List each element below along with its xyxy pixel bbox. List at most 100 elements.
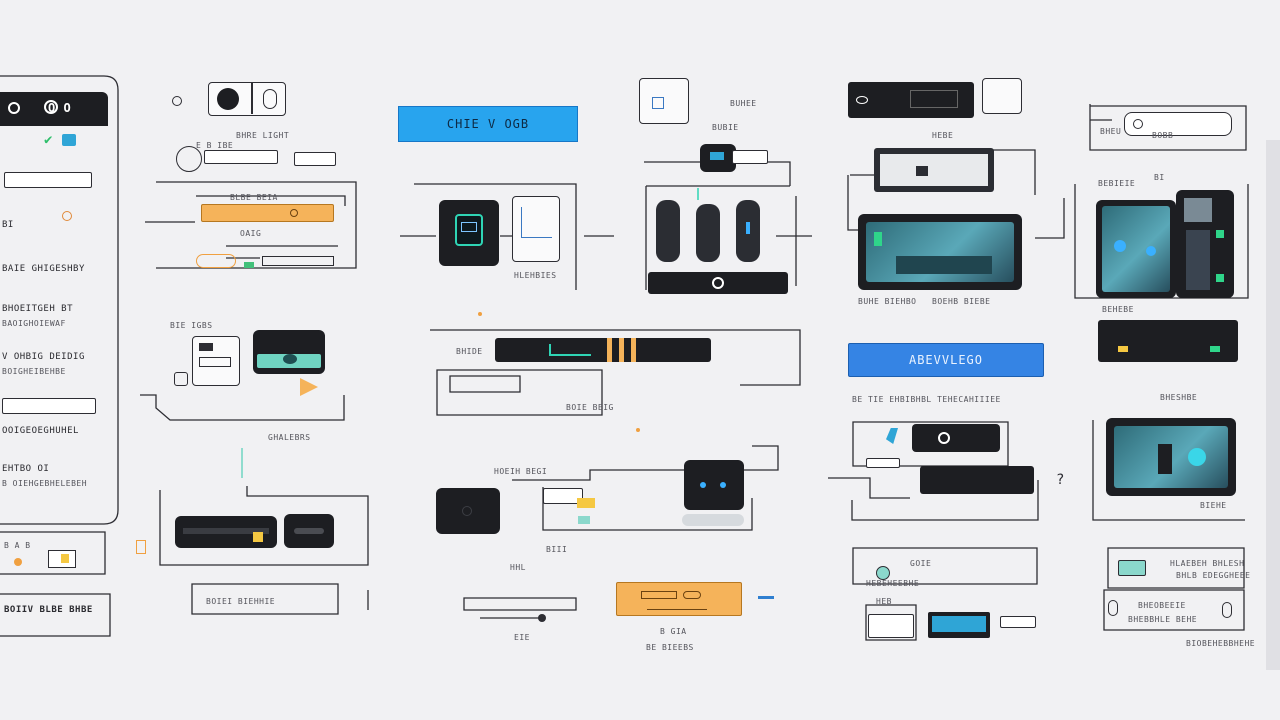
check-icon: ✔ — [44, 132, 53, 148]
slot-right[interactable] — [736, 200, 760, 262]
control-panel[interactable] — [648, 272, 788, 294]
phone-item-3[interactable]: BHOEITGEH BT — [2, 304, 74, 314]
display-module[interactable] — [253, 330, 325, 374]
module-strip[interactable] — [700, 144, 736, 172]
module-card[interactable] — [192, 336, 240, 386]
tablet-outline[interactable] — [874, 148, 994, 192]
label-l27: HLAEBEH BHLESH — [1170, 559, 1245, 568]
knob-bottom-icon — [538, 614, 546, 622]
bottom-knob-right — [1222, 602, 1232, 618]
main-tablet[interactable] — [858, 214, 1022, 290]
phone-item-5[interactable]: V OHBIG DEIDIG — [2, 352, 85, 362]
slider-track[interactable] — [204, 150, 278, 164]
bottom-screen-right[interactable] — [928, 612, 990, 638]
mid-blue-button[interactable]: ABEVVLEGO — [848, 343, 1044, 377]
label-l35: HEBE — [932, 131, 954, 140]
label-l14: EIE — [514, 633, 530, 642]
strip-field[interactable] — [732, 150, 768, 164]
yellow-chip — [577, 498, 595, 508]
indicator-dot — [62, 211, 72, 221]
phone-item-1[interactable]: BI — [2, 220, 14, 230]
chip-module[interactable] — [439, 200, 499, 266]
small-card-icon — [48, 550, 76, 568]
label-l5: BIE IGBS — [170, 321, 213, 330]
teal-module[interactable] — [1118, 560, 1146, 576]
bottom-field[interactable] — [1000, 616, 1036, 628]
toggle-off-icon — [263, 89, 277, 109]
graph-card[interactable] — [512, 196, 560, 262]
label-l32: BUBIE — [712, 123, 739, 132]
teal-chip — [578, 516, 590, 524]
label-l33: E B IBE — [196, 141, 234, 150]
label-l31: BHEU — [1100, 127, 1122, 136]
green-chip — [244, 262, 254, 268]
orange-marker-2 — [636, 428, 640, 432]
right-strip[interactable] — [1098, 320, 1238, 362]
bottom-left-box-text[interactable]: BOIIV BLBE BHBE — [4, 605, 93, 615]
slot-middle[interactable] — [696, 204, 720, 262]
link-icon — [174, 372, 188, 386]
status-chip — [62, 134, 76, 146]
toggle-card[interactable] — [208, 82, 286, 116]
label-l12: BIII — [546, 545, 568, 554]
phone-item-2[interactable]: BAIE GHIGESHBY — [2, 264, 85, 274]
camera-module[interactable] — [912, 424, 1000, 452]
phone-item-7[interactable]: OOIGEOEGHUHEL — [2, 426, 79, 436]
label-l36: BIOBEHEBBHEHE — [1186, 639, 1256, 648]
label-l3: BLBE BEIA — [230, 193, 278, 202]
label-l37: BEHEBE — [1102, 305, 1134, 314]
camera-icon — [8, 102, 20, 114]
label-l26: BIEHE — [1200, 501, 1227, 510]
label-l7: BOIEI BIEHHIE — [206, 597, 276, 606]
arrow-icon — [300, 378, 318, 396]
knob-icon — [176, 146, 202, 172]
label-l9: BHIDE — [456, 347, 483, 356]
long-bar-device[interactable] — [495, 338, 711, 362]
small-field[interactable] — [294, 152, 336, 166]
label-l28: BHLB EDEGGHEEE — [1176, 571, 1251, 580]
orange-panel[interactable] — [616, 582, 742, 616]
label-l38: HEBEHEEBHE — [866, 579, 920, 588]
slot-left[interactable] — [656, 200, 680, 262]
right-tablet[interactable] — [1096, 200, 1176, 298]
phone-item-8[interactable]: EHTBO OI — [2, 464, 50, 474]
label-l15: B GIA — [660, 627, 687, 636]
square-card[interactable] — [982, 78, 1022, 114]
wide-module[interactable] — [920, 466, 1034, 494]
label-l13: HHL — [510, 563, 526, 572]
small-circle-icon — [172, 96, 182, 106]
phone-side-label: B A B — [4, 541, 31, 550]
phone-device: O O ✔ BI BAIE GHIGESHBY BHOEITGEH BT BAO… — [0, 92, 108, 510]
connector-block[interactable] — [543, 488, 583, 504]
display-unit[interactable] — [1106, 418, 1236, 496]
phone-input[interactable] — [2, 398, 96, 414]
wire-loop-icon: ? — [1056, 472, 1065, 488]
adapter-module[interactable] — [284, 514, 334, 548]
right-phone[interactable] — [1176, 190, 1234, 298]
phone-item-4[interactable]: BAOIGHOIEWAF — [2, 319, 66, 328]
toggle-knob-icon — [217, 88, 239, 110]
lens-icon — [44, 100, 58, 114]
orange-bar[interactable] — [201, 204, 334, 222]
phone-item-9[interactable]: B OIEHGEBHELEBEH — [2, 479, 88, 488]
phone-field-top[interactable] — [4, 172, 92, 188]
header-device[interactable] — [848, 82, 974, 118]
power-bank[interactable] — [175, 516, 277, 548]
hub-module[interactable] — [684, 460, 744, 510]
orange-marker-1 — [478, 312, 482, 316]
bottom-screen-left[interactable] — [868, 614, 914, 638]
bottom-knob-left — [1108, 600, 1118, 616]
blue-dash — [758, 596, 774, 599]
top-right-bar[interactable] — [1124, 112, 1232, 136]
speaker-module[interactable] — [436, 488, 500, 534]
small-frame-card[interactable] — [639, 78, 689, 124]
label-l8: HLEHBIES — [514, 271, 557, 280]
label-l10: BOIE BEIG — [566, 403, 614, 412]
small-slot[interactable] — [866, 458, 900, 468]
label-l20: GOIE — [910, 559, 932, 568]
phone-item-6[interactable]: BOIGHEIBEHBE — [2, 367, 66, 376]
orange-wire-icon — [136, 540, 146, 554]
label-l25: BHESHBE — [1160, 393, 1198, 402]
top-blue-button[interactable]: CHIE V OGB — [398, 106, 578, 142]
label-l22: BE TIE EHBIBHBL TEHECAHIIIEE — [852, 395, 1001, 404]
